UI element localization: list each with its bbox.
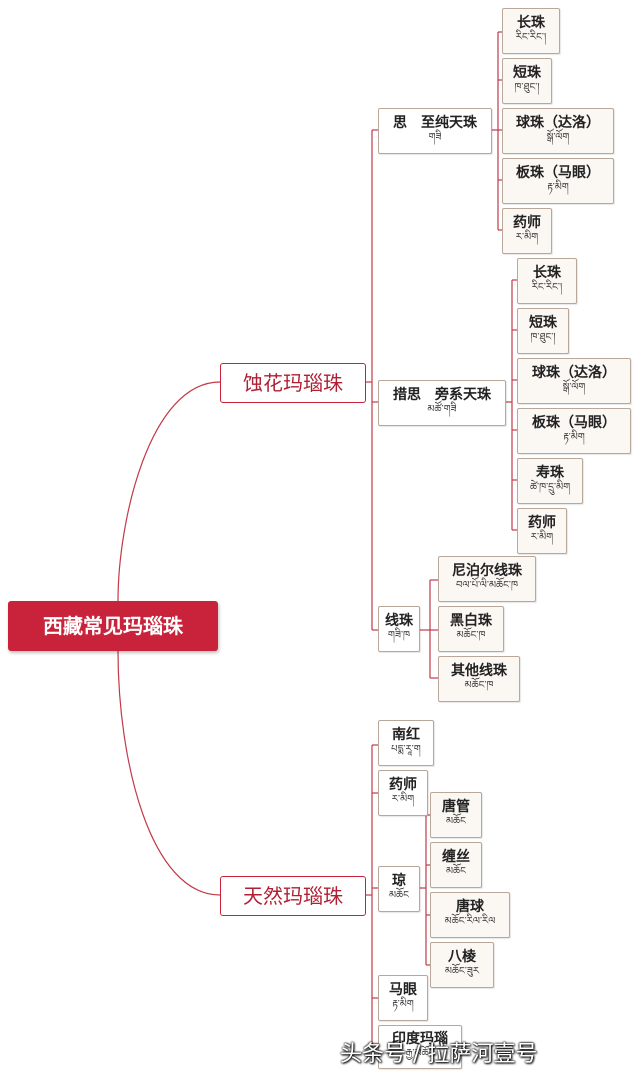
leaf-line-blackwhite[interactable]: 黑白珠 མཆོང་ཁ [438, 606, 504, 652]
leaf-tibetan: མཆོང་རིལ་རིལ [444, 916, 496, 927]
leaf-title: 短珠 [529, 315, 557, 331]
leaf-tsozhi-flat[interactable]: 板珠（马眼） རྟ་མིག [517, 408, 631, 454]
leaf-title: 板珠（马眼） [532, 415, 616, 431]
node-tibetan: རྟ་མིག [392, 999, 414, 1010]
leaf-tsozhi-long[interactable]: 长珠 རིང་རིང་། [517, 258, 577, 304]
node-tibetan: མཚོ་གཟི [427, 404, 457, 415]
node-india-agate[interactable]: 印度玛瑙 རྒྱ་མཆོང [378, 1025, 462, 1069]
watermark-text: 头条号 / 拉萨河壹号 [340, 1042, 538, 1067]
leaf-zhi-flat[interactable]: 板珠（马眼） རྟ་མིག [502, 158, 614, 204]
leaf-tibetan: ཁ་ཐུང་། [514, 82, 540, 93]
leaf-title: 八棱 [448, 949, 476, 965]
leaf-title: 长珠 [533, 265, 561, 281]
node-zhi[interactable]: 思 至纯天珠 གཟི [378, 108, 492, 154]
root-node[interactable]: 西藏常见玛瑙珠 [8, 601, 218, 651]
node-mayan[interactable]: 马眼 རྟ་མིག [378, 975, 428, 1021]
leaf-zhi-medicine[interactable]: 药师 ར་མིག [502, 208, 552, 254]
leaf-title: 长珠 [517, 15, 545, 31]
node-tibetan: གཟི་ཁ [387, 630, 411, 641]
leaf-tibetan: མཆོང་ཁ [464, 680, 494, 691]
node-title: 措思 旁系天珠 [393, 387, 491, 403]
leaf-title: 药师 [528, 515, 556, 531]
leaf-tsozhi-longevity[interactable]: 寿珠 ཚེ་ཁ་དྲུ་མིག [517, 458, 583, 504]
leaf-zhi-short[interactable]: 短珠 ཁ་ཐུང་། [502, 58, 552, 104]
node-tibetan: པདྨ་རཱ་ག [391, 744, 421, 755]
leaf-title: 黑白珠 [450, 613, 492, 629]
leaf-tsozhi-medicine[interactable]: 药师 ར་མིག [517, 508, 567, 554]
node-tibetan: མཆོང [389, 890, 409, 901]
node-title: 线珠 [385, 613, 413, 629]
node-tibetan: ར་མིག [391, 794, 415, 805]
leaf-tibetan: སྒོ་ལོག [546, 132, 570, 143]
leaf-tibetan: རྟ་མིག [563, 432, 585, 443]
leaf-title: 尼泊尔线珠 [452, 563, 522, 579]
node-title: 琼 [392, 873, 406, 889]
node-tsozhi[interactable]: 措思 旁系天珠 མཚོ་གཟི [378, 380, 506, 426]
leaf-title: 短珠 [513, 65, 541, 81]
leaf-tibetan: རིང་རིང་། [515, 32, 547, 43]
leaf-tsozhi-short[interactable]: 短珠 ཁ་ཐུང་། [517, 308, 569, 354]
leaf-tibetan: མཆོང་ཁ [456, 630, 486, 641]
node-title: 药师 [389, 777, 417, 793]
node-nanhong[interactable]: 南红 པདྨ་རཱ་ག [378, 720, 434, 766]
leaf-tibetan: མཆོང [446, 816, 466, 827]
leaf-qiong-baleng[interactable]: 八棱 མཆོང་ཟུར [430, 942, 494, 988]
node-line-bead[interactable]: 线珠 གཟི་ཁ [378, 606, 420, 652]
node-title: 印度玛瑙 [392, 1031, 448, 1047]
leaf-title: 板珠（马眼） [516, 165, 600, 181]
leaf-zhi-ball[interactable]: 球珠（达洛） སྒོ་ལོག [502, 108, 614, 154]
leaf-title: 寿珠 [536, 465, 564, 481]
leaf-title: 药师 [513, 215, 541, 231]
leaf-tibetan: མཆོང་ཟུར [444, 966, 480, 977]
leaf-title: 缠丝 [442, 849, 470, 865]
leaf-tibetan: ར་མིག [515, 232, 539, 243]
branch-natural-agate[interactable]: 天然玛瑙珠 [220, 876, 366, 916]
leaf-tibetan: ར་མིག [530, 532, 554, 543]
node-tibetan: གཟི [428, 132, 442, 143]
leaf-title: 其他线珠 [451, 663, 507, 679]
leaf-title: 唐球 [456, 899, 484, 915]
leaf-title: 球珠（达洛） [532, 365, 616, 381]
leaf-tibetan: ཁ་ཐུང་། [530, 332, 556, 343]
leaf-zhi-long[interactable]: 长珠 རིང་རིང་། [502, 8, 560, 54]
leaf-qiong-tangguan[interactable]: 唐管 མཆོང [430, 792, 482, 838]
leaf-line-nepal[interactable]: 尼泊尔线珠 བལ་པོ་ལི་མཆོང་ཁ [438, 556, 536, 602]
leaf-tibetan: རིང་རིང་། [531, 282, 563, 293]
node-title: 南红 [392, 727, 420, 743]
leaf-qiong-tangqiu[interactable]: 唐球 མཆོང་རིལ་རིལ [430, 892, 510, 938]
node-title: 马眼 [389, 982, 417, 998]
leaf-tibetan: ཚེ་ཁ་དྲུ་མིག [529, 482, 571, 493]
branch-etched-agate[interactable]: 蚀花玛瑙珠 [220, 363, 366, 403]
leaf-tibetan: བལ་པོ་ལི་མཆོང་ཁ [456, 580, 518, 591]
leaf-line-other[interactable]: 其他线珠 མཆོང་ཁ [438, 656, 520, 702]
leaf-tsozhi-ball[interactable]: 球珠（达洛） སྒོ་ལོག [517, 358, 631, 404]
node-natural-medicine[interactable]: 药师 ར་མིག [378, 770, 428, 816]
leaf-qiong-chansi[interactable]: 缠丝 མཆོང [430, 842, 482, 888]
node-title: 思 至纯天珠 [393, 115, 477, 131]
node-qiong[interactable]: 琼 མཆོང [378, 866, 420, 912]
leaf-tibetan: སྒོ་ལོག [562, 382, 586, 393]
leaf-title: 唐管 [442, 799, 470, 815]
node-tibetan: རྒྱ་མཆོང [405, 1048, 435, 1059]
leaf-tibetan: མཆོང [446, 866, 466, 877]
leaf-tibetan: རྟ་མིག [547, 182, 569, 193]
leaf-title: 球珠（达洛） [516, 115, 600, 131]
